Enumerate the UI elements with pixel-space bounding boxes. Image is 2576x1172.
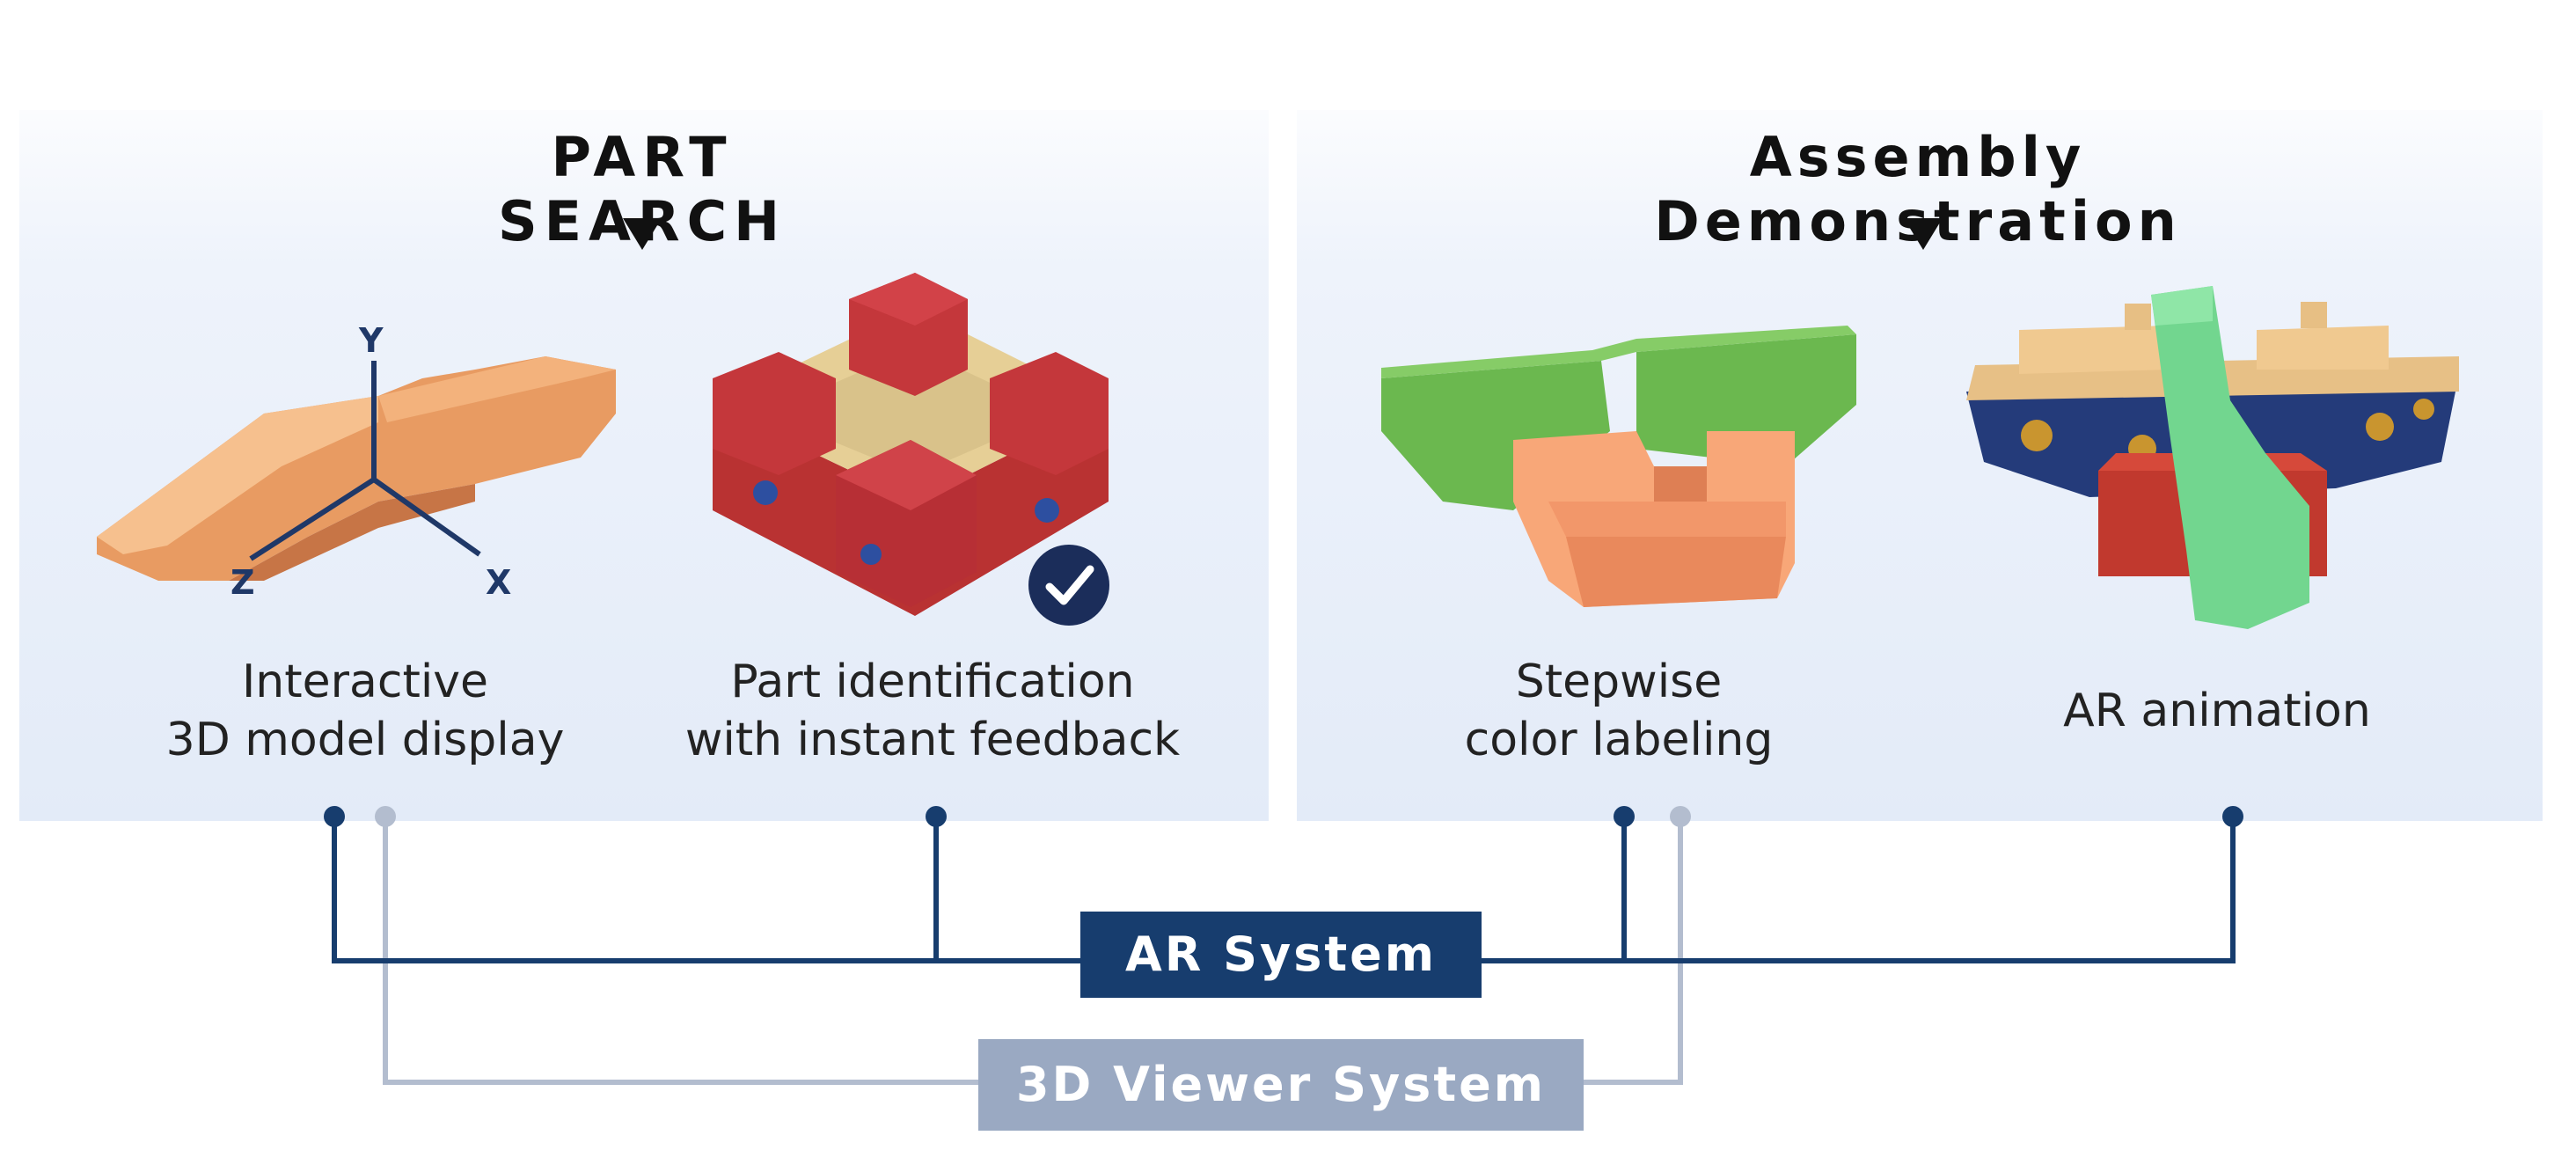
part-identification-illustration: [713, 273, 1109, 616]
ar-system-box: AR System: [1080, 912, 1482, 998]
part-search-title: PART SEARCH: [497, 125, 787, 253]
ar-animation-caption: AR animation: [2063, 685, 2371, 737]
y-axis-label: Y: [359, 321, 384, 360]
interactive-3d-caption: Interactive 3D model display: [165, 656, 565, 766]
check-circle-icon: [1028, 545, 1109, 626]
3d-viewer-system-box: 3D Viewer System: [978, 1039, 1584, 1131]
stepwise-coloring-caption: Stepwise color labeling: [1464, 656, 1774, 766]
3d-model-illustration: [97, 356, 616, 581]
z-axis-label: Z: [231, 563, 255, 602]
triangle-down-icon: [623, 218, 662, 250]
triangle-down-icon: [1904, 218, 1943, 250]
part-identification-caption: Part identification with instant feedbac…: [684, 656, 1181, 766]
ar-animation-illustration: [1966, 286, 2459, 629]
stepwise-coloring-illustration: [1381, 326, 1856, 607]
x-axis-label: X: [486, 563, 512, 602]
